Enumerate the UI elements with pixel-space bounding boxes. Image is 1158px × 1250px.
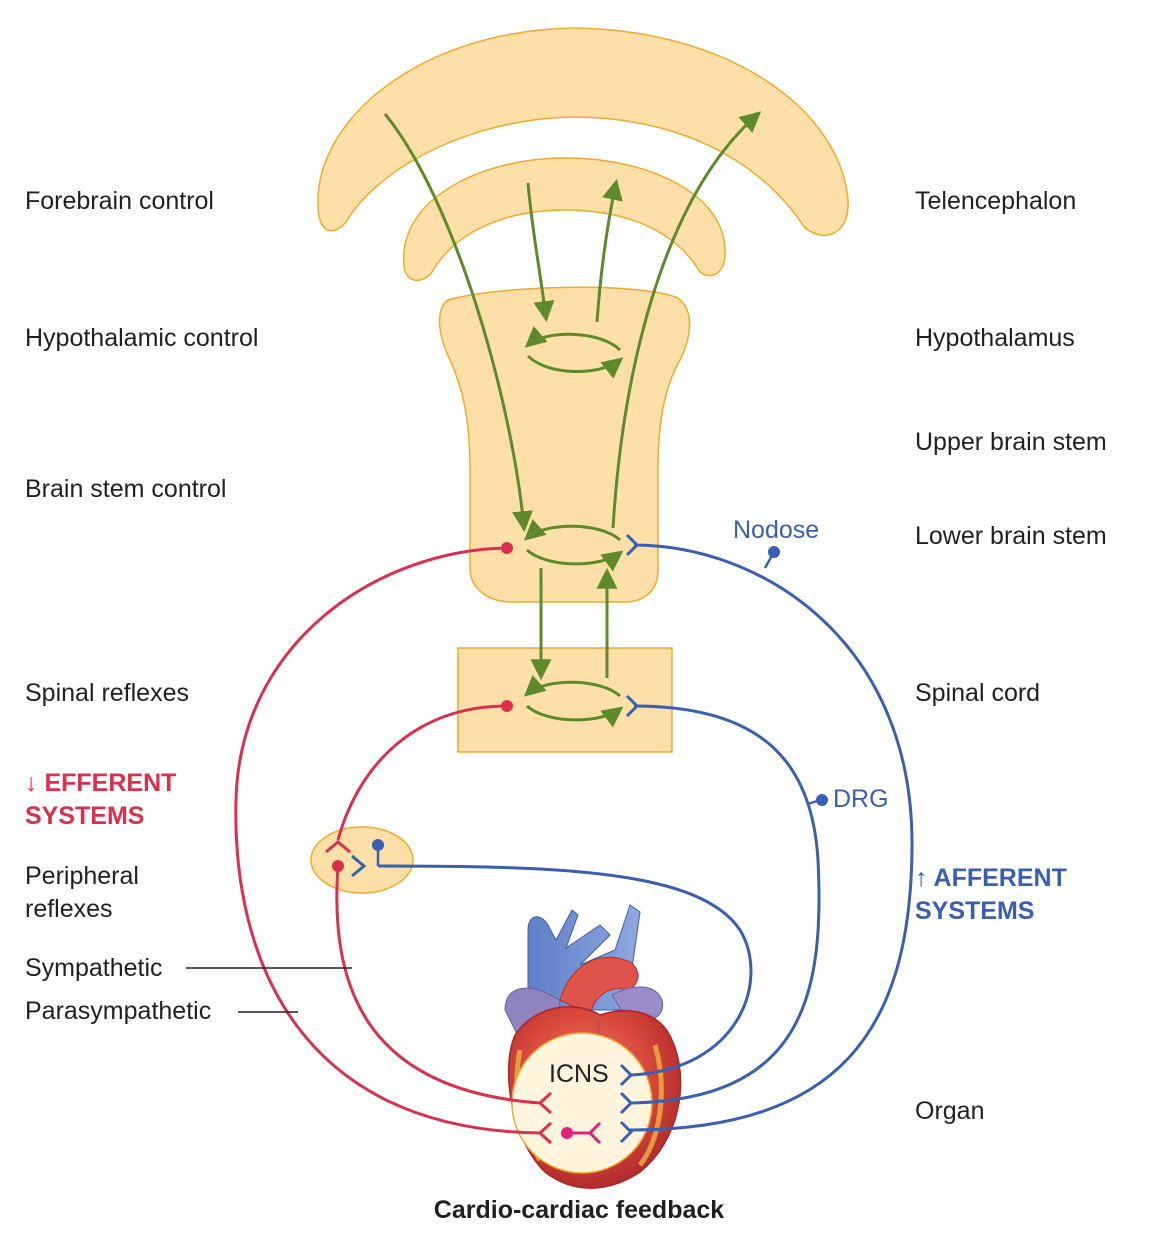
afferent-peripheral-path [351, 839, 753, 1077]
label-drg: DRG [833, 785, 889, 813]
label-telencephalon: Telencephalon [915, 187, 1077, 215]
spinal-cord-shape [457, 647, 673, 753]
hypothalamic-loop [524, 326, 624, 379]
label-peripheral: Peripheral [25, 862, 139, 890]
label-icns: ICNS [549, 1060, 609, 1088]
efferent-parasympathetic-path [234, 542, 541, 1135]
afferent-drg-path [625, 694, 828, 1105]
label-nodose: Nodose [733, 516, 820, 544]
label-organ: Organ [915, 1097, 985, 1125]
green-ascending-inner [595, 178, 623, 323]
figure-caption: Cardio-cardiac feedback [433, 1196, 725, 1224]
heart-terminal-red-1 [537, 1091, 553, 1115]
afferent-nodose-path [625, 533, 914, 1132]
spinal-loop [523, 674, 624, 728]
label-afferent-systems-2: SYSTEMS [915, 897, 1035, 925]
heart-terminal-red-2 [537, 1121, 553, 1145]
label-spinal-cord: Spinal cord [915, 679, 1041, 707]
inner-arch-shape [403, 157, 726, 281]
heart-terminal-blue-3 [619, 1120, 634, 1144]
heart-terminal-blue-1 [619, 1063, 634, 1087]
green-descending-inner [526, 182, 555, 323]
label-parasympathetic: Parasympathetic [25, 997, 212, 1025]
label-efferent-systems-2: SYSTEMS [25, 802, 145, 830]
label-hypothalamus: Hypothalamus [915, 324, 1075, 352]
brainstem-loop [523, 518, 624, 572]
label-lower-brain-stem: Lower brain stem [915, 522, 1107, 550]
label-forebrain-control: Forebrain control [25, 187, 214, 215]
brainstem-shape [438, 286, 691, 603]
label-sympathetic: Sympathetic [25, 954, 163, 982]
peripheral-ganglion-shape [310, 826, 414, 894]
green-ascending-outer [611, 111, 762, 529]
label-reflexes: reflexes [25, 895, 113, 923]
label-upper-brain-stem: Upper brain stem [915, 428, 1107, 456]
heart-terminal-blue-2 [619, 1091, 634, 1115]
label-afferent-systems: ↑ AFFERENT [915, 864, 1067, 892]
label-efferent-systems: ↓ EFFERENT [25, 769, 177, 797]
green-descending-outer [383, 113, 533, 533]
label-brain-stem-control: Brain stem control [25, 475, 227, 503]
efferent-sympathetic-path [325, 700, 541, 1105]
telencephalon-shape [317, 27, 849, 236]
icns-interneuron [561, 1121, 602, 1145]
label-spinal-reflexes: Spinal reflexes [25, 679, 189, 707]
label-hypothalamic-control: Hypothalamic control [25, 324, 259, 352]
